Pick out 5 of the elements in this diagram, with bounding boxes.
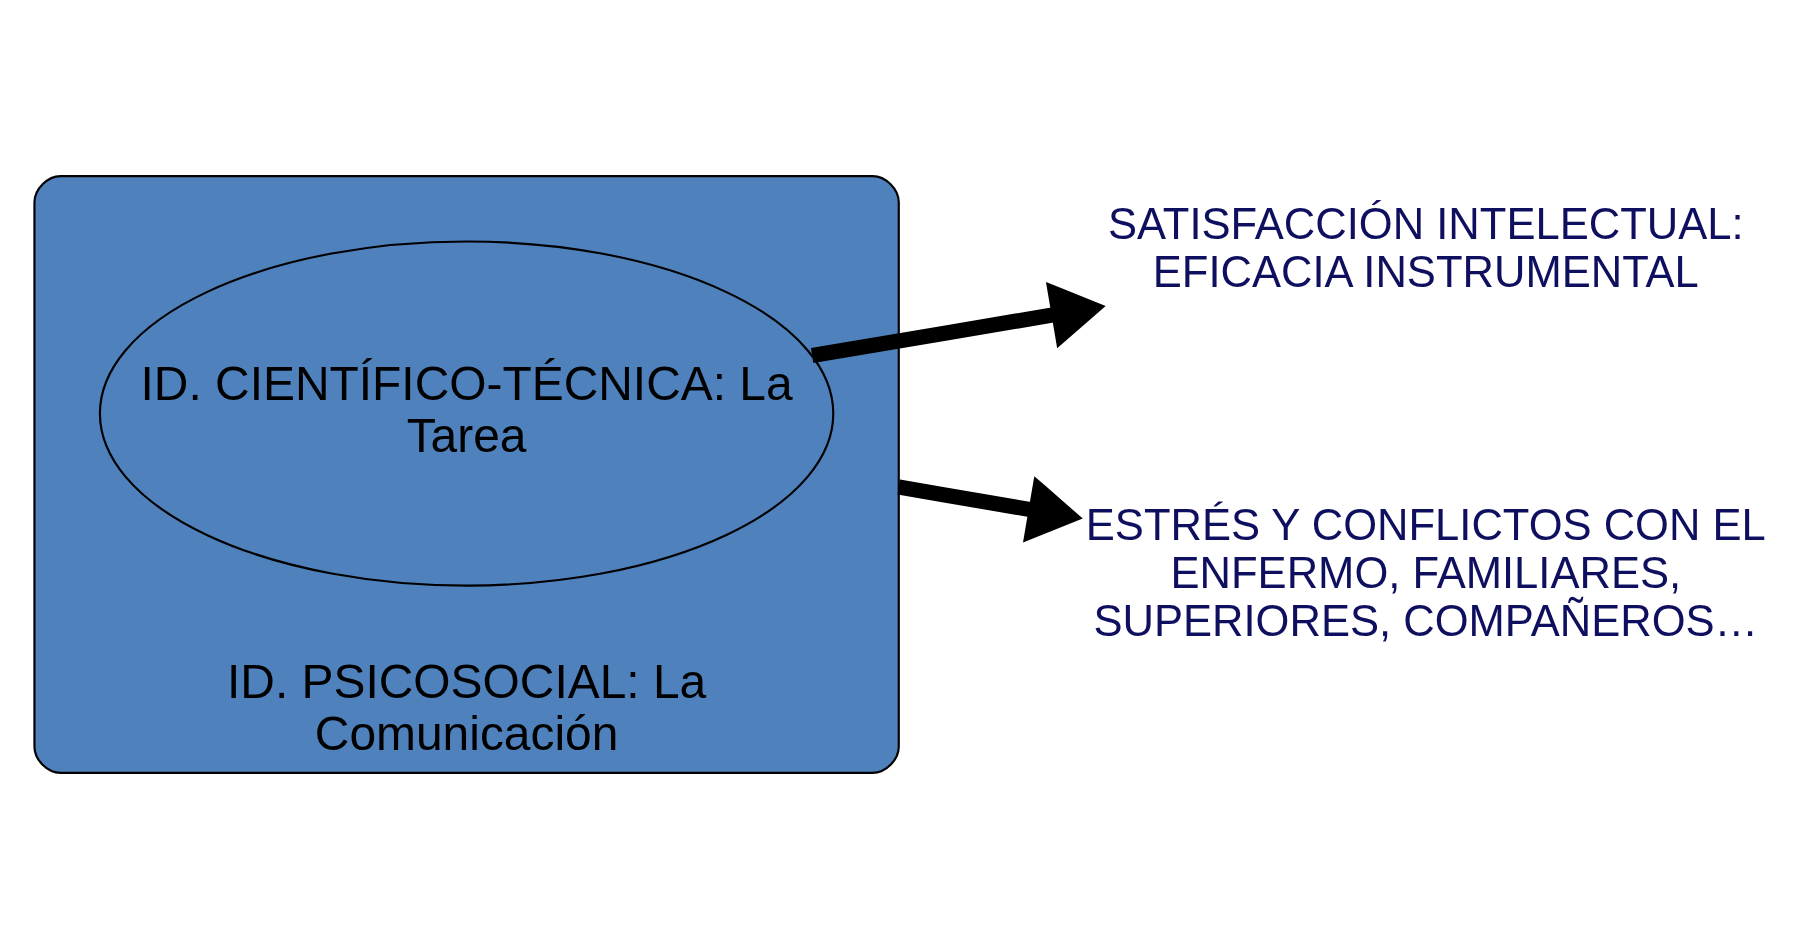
arrow — [810, 282, 1106, 364]
node-ellipse: ID. CIENTÍFICO-TÉCNICA: La Tarea — [98, 240, 835, 587]
arrow — [897, 476, 1083, 543]
node-text: SATISFACCIÓN INTELECTUAL: EFICACIA INSTRUMENTAL — [1108, 200, 1744, 297]
node-text: ESTRÉS Y CONFLICTOS CON EL ENFERMO, FAMILIARES, SUPERIORES, COMPAÑEROS… — [1085, 500, 1766, 645]
